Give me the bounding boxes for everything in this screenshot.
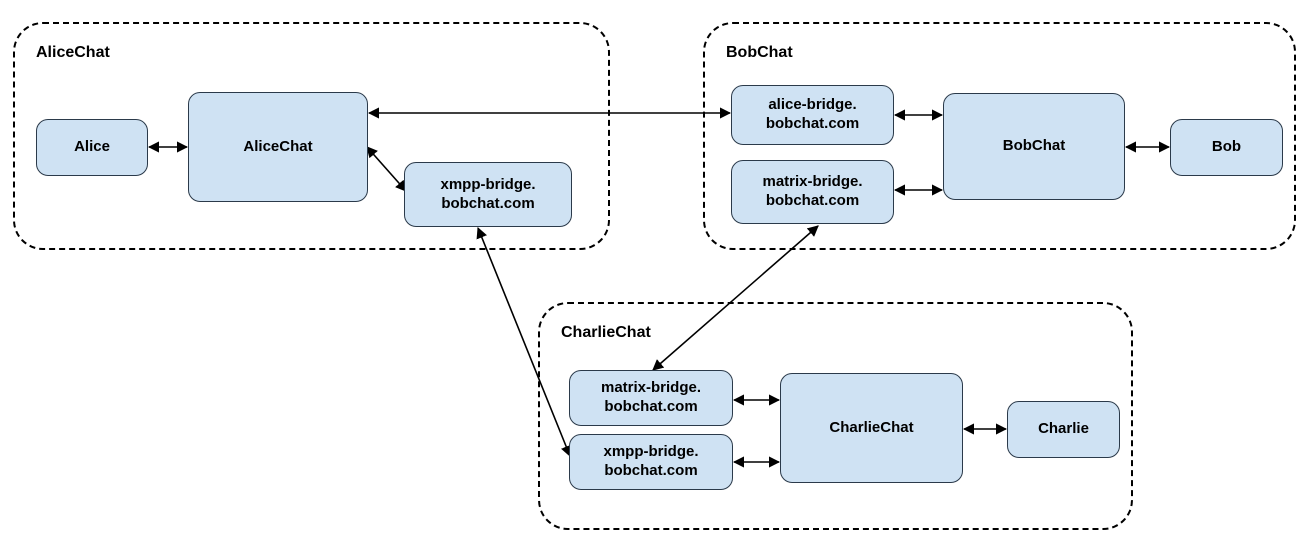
node-label-line: AliceChat — [243, 137, 313, 155]
node-alice-xmpp-bridge[interactable]: xmpp-bridge.bobchat.com — [404, 162, 572, 227]
node-label-charlie: Charlie — [1038, 420, 1089, 439]
group-container-charliechat-group — [538, 302, 1133, 530]
node-label-line: bobchat.com — [604, 398, 698, 415]
node-label-line: CharlieChat — [829, 418, 914, 436]
node-label-bob-alice-bridge: alice-bridge.bobchat.com — [766, 96, 859, 134]
node-label-bob: Bob — [1212, 138, 1241, 157]
node-bob[interactable]: Bob — [1170, 119, 1283, 176]
group-label-alicechat-group: AliceChat — [36, 44, 110, 61]
node-charlie-xmpp-bridge[interactable]: xmpp-bridge.bobchat.com — [569, 434, 733, 490]
node-bob-alice-bridge[interactable]: alice-bridge.bobchat.com — [731, 85, 894, 145]
node-label-line: xmpp-bridge. — [440, 175, 536, 193]
group-container-alicechat-group — [13, 22, 610, 250]
node-charlie-matrix-bridge[interactable]: matrix-bridge.bobchat.com — [569, 370, 733, 426]
node-charliechat[interactable]: CharlieChat — [780, 373, 963, 483]
node-label-line: bobchat.com — [765, 192, 860, 209]
node-alice[interactable]: Alice — [36, 119, 148, 176]
node-label-line: Bob — [1211, 138, 1242, 156]
node-label-line: BobChat — [1002, 137, 1066, 155]
node-label-line: alice-bridge. — [768, 96, 857, 114]
group-label-bobchat-group: BobChat — [726, 44, 793, 61]
node-label-charlie-xmpp-bridge: xmpp-bridge.bobchat.com — [603, 443, 698, 481]
node-label-bobchat: BobChat — [1003, 137, 1066, 156]
node-label-line: bobchat.com — [441, 194, 535, 212]
node-label-line: Alice — [74, 138, 110, 156]
node-bobchat[interactable]: BobChat — [943, 93, 1125, 200]
node-label-line: Charlie — [1038, 420, 1089, 438]
node-label-line: matrix-bridge. — [600, 379, 702, 397]
node-label-line: xmpp-bridge. — [603, 443, 699, 461]
node-charlie[interactable]: Charlie — [1007, 401, 1120, 458]
node-label-alice: Alice — [74, 138, 110, 157]
node-label-bob-matrix-bridge: matrix-bridge.bobchat.com — [762, 173, 862, 211]
group-label-charliechat-group: CharlieChat — [561, 324, 651, 341]
group-container-bobchat-group — [703, 22, 1296, 250]
node-label-charliechat: CharlieChat — [829, 419, 913, 438]
node-bob-matrix-bridge[interactable]: matrix-bridge.bobchat.com — [731, 160, 894, 224]
node-alicechat[interactable]: AliceChat — [188, 92, 368, 202]
node-label-line: bobchat.com — [604, 462, 698, 479]
node-label-alicechat: AliceChat — [243, 138, 312, 157]
node-label-line: bobchat.com — [765, 115, 860, 132]
node-label-line: matrix-bridge. — [762, 173, 863, 191]
node-label-charlie-matrix-bridge: matrix-bridge.bobchat.com — [601, 379, 701, 417]
node-label-alice-xmpp-bridge: xmpp-bridge.bobchat.com — [440, 176, 535, 214]
